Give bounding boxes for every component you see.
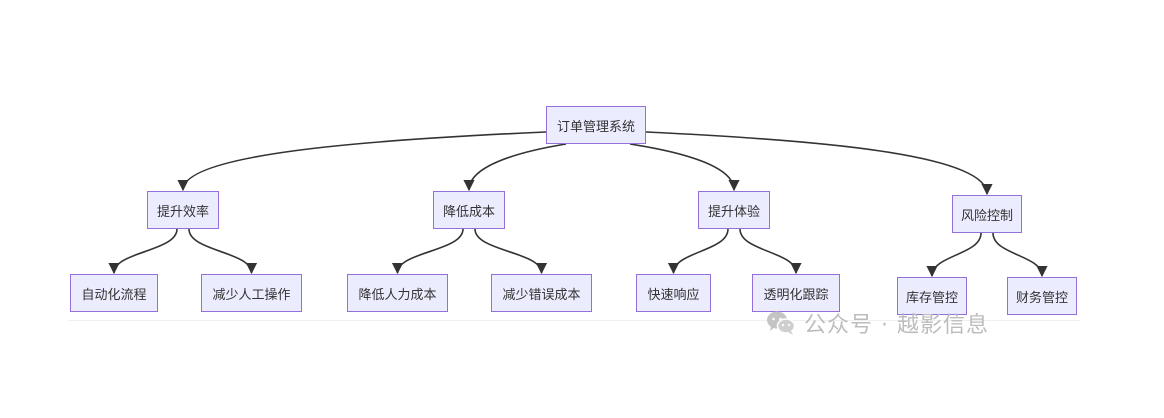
branch-node-cost: 降低成本: [433, 191, 505, 229]
edge-root-to-efficiency: [177, 131, 547, 192]
branch-node-experience: 提升体验: [698, 191, 770, 229]
leaf-node-inventory-control: 库存管控: [897, 277, 967, 315]
watermark-text: 公众号 · 越影信息: [804, 313, 989, 338]
branch-node-risk: 风险控制: [952, 195, 1022, 233]
root-node: 订单管理系统: [546, 106, 646, 144]
edge-efficiency-to-less-manual: [188, 228, 258, 275]
edge-efficiency-to-automation: [108, 228, 178, 275]
edge-root-to-experience: [629, 143, 740, 192]
edge-risk-to-finance: [992, 232, 1048, 278]
edge-cost-to-error: [474, 228, 548, 275]
edge-risk-to-inventory: [926, 232, 982, 278]
edge-experience-to-response: [667, 228, 729, 275]
wechat-icon: [767, 311, 796, 335]
leaf-node-error-cost: 减少错误成本: [491, 274, 592, 312]
leaf-node-fast-response: 快速响应: [636, 274, 711, 312]
watermark: 公众号 · 越影信息: [766, 307, 989, 339]
edge-experience-to-tracking: [739, 228, 802, 275]
edge-cost-to-labor: [391, 228, 464, 275]
divider: [68, 320, 1080, 321]
branch-node-efficiency: 提升效率: [147, 191, 219, 229]
leaf-node-labor-cost: 降低人力成本: [347, 274, 448, 312]
leaf-node-automation: 自动化流程: [70, 274, 158, 312]
leaf-node-finance-control: 财务管控: [1007, 277, 1077, 315]
leaf-node-transparent-tracking: 透明化跟踪: [752, 274, 840, 312]
edge-root-to-risk: [645, 131, 993, 196]
edge-root-to-cost: [463, 143, 567, 192]
leaf-node-less-manual: 减少人工操作: [201, 274, 302, 312]
